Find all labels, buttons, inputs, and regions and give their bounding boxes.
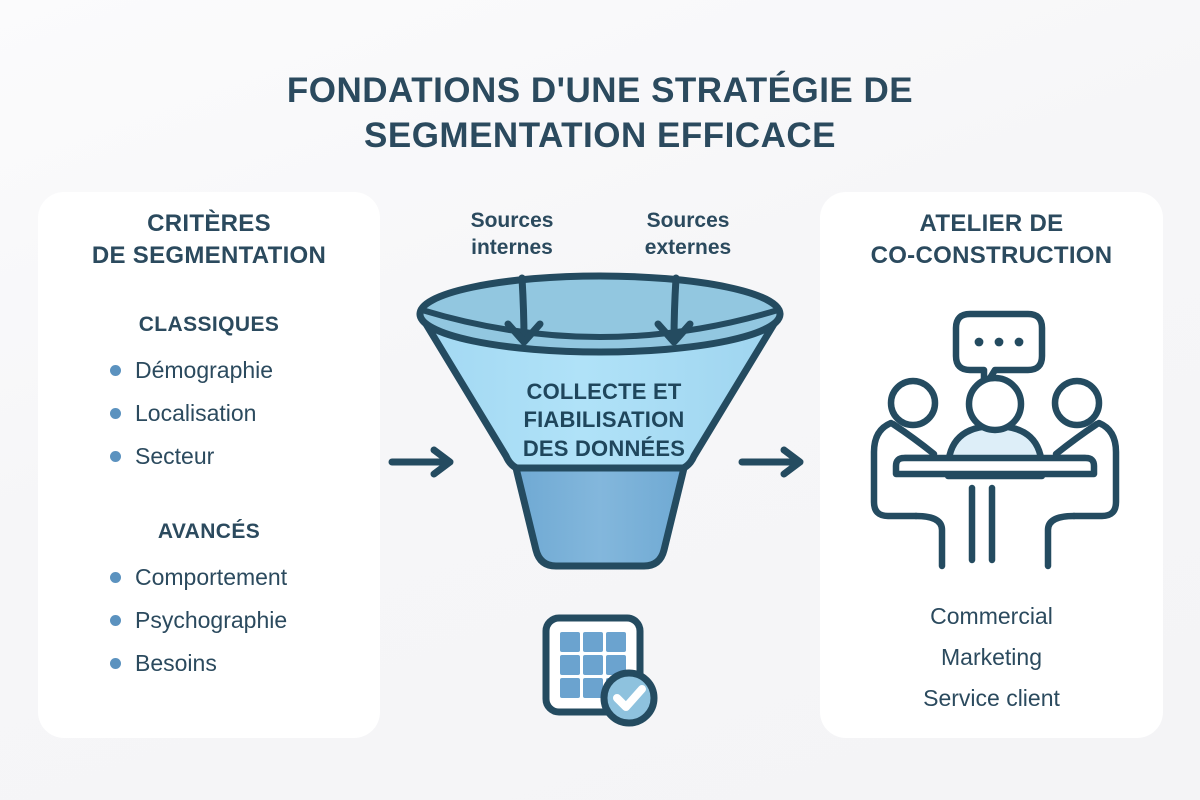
criteria-heading-line-2: DE SEGMENTATION bbox=[91, 241, 327, 269]
workshop-heading-line-1: ATELIER DE bbox=[919, 210, 1064, 237]
source-external-line-2: externes bbox=[644, 235, 732, 259]
workshop-panel-heading: ATELIER DE CO-CONSTRUCTION bbox=[820, 208, 1163, 271]
role-item: Marketing bbox=[941, 644, 1042, 670]
page-title-line-1: FONDATIONS D'UNE STRATÉGIE DE bbox=[286, 71, 914, 111]
list-item-label: Psychographie bbox=[135, 607, 288, 634]
funnel-rim-inner-edge bbox=[419, 307, 781, 340]
bullet-dot-icon bbox=[110, 615, 121, 627]
bullet-dot-icon bbox=[110, 572, 121, 584]
list-item: Comportement bbox=[110, 556, 380, 599]
ellipsis-dots-icon bbox=[974, 337, 1024, 347]
funnel-illustration bbox=[416, 272, 784, 570]
workshop-heading-line-2: CO-CONSTRUCTION bbox=[870, 241, 1113, 269]
list-item: Besoins bbox=[110, 642, 380, 685]
list-item: Démographie bbox=[110, 349, 380, 392]
grid-check-icon bbox=[542, 614, 658, 727]
criteria-heading-line-1: CRITÈRES bbox=[147, 210, 271, 237]
funnel-stem bbox=[512, 464, 688, 570]
source-internal-line-1: Sources bbox=[470, 209, 554, 232]
list-item-label: Comportement bbox=[135, 564, 288, 591]
role-item: Service client bbox=[923, 685, 1060, 711]
arrow-down-icon-external bbox=[654, 274, 694, 346]
group-heading-avances: AVANCÉS bbox=[157, 520, 261, 544]
criteria-list-avances: Comportement Psychographie Besoins bbox=[38, 556, 380, 685]
list-item-label: Besoins bbox=[135, 650, 217, 677]
criteria-list-classiques: Démographie Localisation Secteur bbox=[38, 349, 380, 478]
list-item: Psychographie bbox=[110, 599, 380, 642]
bullet-dot-icon bbox=[110, 658, 121, 670]
page-title: FONDATIONS D'UNE STRATÉGIE DE SEGMENTATI… bbox=[0, 69, 1200, 159]
list-item-label: Démographie bbox=[135, 357, 274, 384]
bullet-dot-icon bbox=[110, 451, 121, 463]
list-item-label: Secteur bbox=[135, 443, 215, 470]
list-item: Secteur bbox=[110, 435, 380, 478]
criteria-panel-heading: CRITÈRES DE SEGMENTATION bbox=[38, 208, 380, 271]
group-heading-classiques: CLASSIQUES bbox=[138, 313, 280, 337]
source-label-internal: Sources internes bbox=[432, 208, 592, 262]
source-label-external: Sources externes bbox=[608, 208, 768, 262]
role-item: Commercial bbox=[930, 603, 1053, 629]
arrow-right-icon-to-workshop bbox=[738, 446, 804, 478]
meeting-table bbox=[892, 454, 1098, 564]
meeting-people-icon bbox=[870, 310, 1120, 570]
criteria-panel: CRITÈRES DE SEGMENTATION CLASSIQUES Démo… bbox=[38, 192, 380, 738]
page-title-line-2: SEGMENTATION EFFICACE bbox=[364, 116, 836, 156]
list-item-label: Localisation bbox=[135, 400, 257, 427]
arrow-down-icon-internal bbox=[504, 274, 544, 346]
funnel-rim bbox=[416, 272, 784, 356]
list-item: Localisation bbox=[110, 392, 380, 435]
bullet-dot-icon bbox=[110, 408, 121, 420]
bullet-dot-icon bbox=[110, 365, 121, 377]
check-mark-icon bbox=[613, 685, 646, 711]
source-internal-line-2: internes bbox=[471, 235, 553, 259]
source-external-line-1: Sources bbox=[646, 209, 730, 232]
arrow-right-icon-into-funnel bbox=[388, 446, 454, 478]
roles-list: Commercial Marketing Service client bbox=[820, 596, 1163, 719]
